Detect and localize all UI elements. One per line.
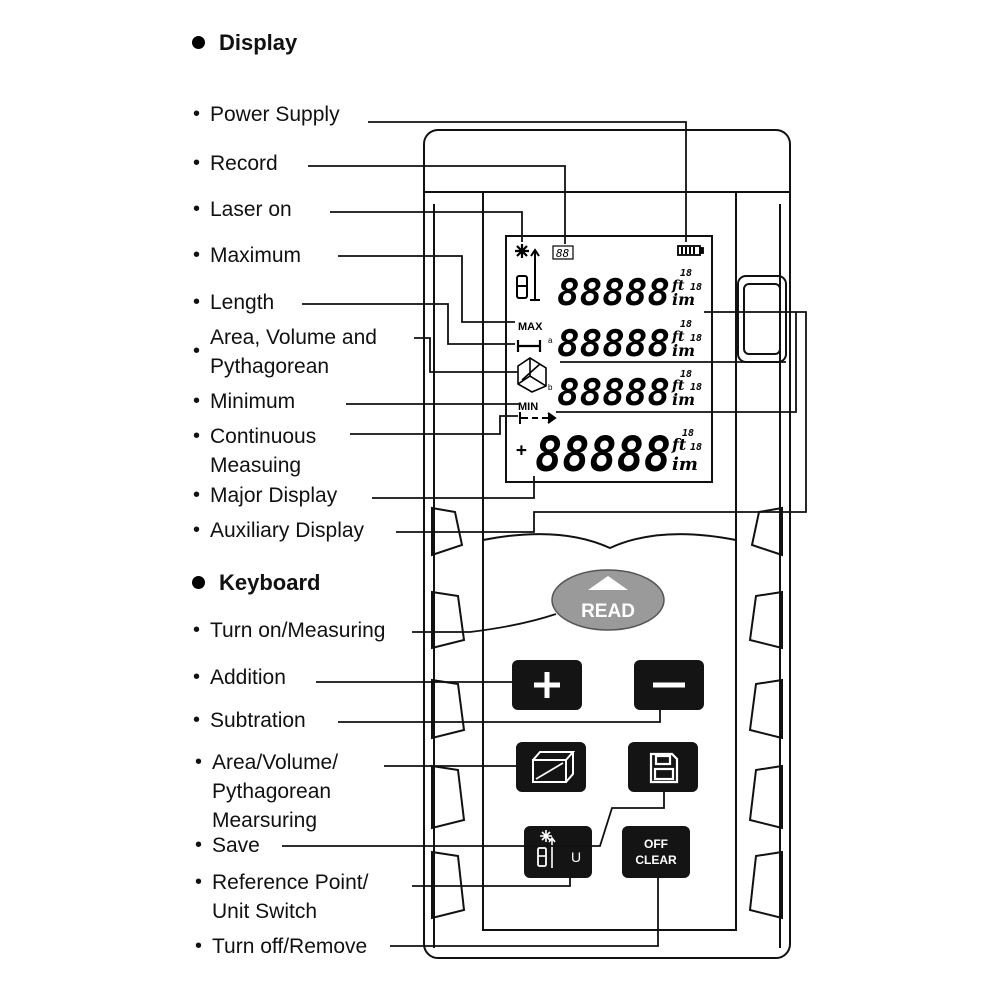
read-button[interactable]: READ [551,569,665,631]
unit-switch-button[interactable]: U [524,826,592,878]
lcd-sub-b: b [548,383,553,392]
lcd-unit-m-major: im [672,454,698,475]
lcd-row-2: 88888 ft im 18 18 [557,319,702,365]
read-label: READ [581,601,635,622]
length-icon [516,340,542,352]
lcd-frac-3: 18 [680,369,692,380]
label-area-line-2: Pythagorean [210,355,330,378]
lcd-frac-2b: 18 [690,333,702,344]
bullet-icon [192,35,205,49]
bullet-icon [192,575,205,589]
off-clear-button[interactable]: OFF CLEAR [622,826,690,878]
grip-pads [431,506,783,920]
label-area-volume: • Area, Volume and Pythagorean [193,323,377,381]
lcd-frac-majorb: 18 [690,442,702,453]
lcd-min: MIN [518,401,538,413]
label-save: •Save [195,834,260,857]
label-auxiliary-display: •Auxiliary Display [193,519,365,542]
label-ref-line-2: Unit Switch [212,900,318,923]
label-ref-line-1: Reference Point/ [212,871,369,894]
area-volume-icon [517,357,547,393]
lcd-unit-ft-major: ft [671,435,687,454]
lcd-frame [505,235,713,483]
device-body [423,129,791,959]
label-subtration: •Subtration [193,709,306,732]
continuous-icon [519,412,557,424]
lcd-unit-ft-2: ft [671,329,685,345]
lcd-digits-2: 88888 [557,324,670,365]
display-heading: Display [192,30,297,56]
reference-point-icon [516,248,540,301]
lcd-frac-3b: 18 [690,382,702,393]
label-major-display: •Major Display [193,484,338,507]
lcd-unit-ft-1: ft [671,278,685,294]
save-disk-icon [649,752,679,784]
lcd-unit-m-2: im [672,341,695,360]
label-area-key-line-2: Pythagorean [212,780,332,803]
label-addition: •Addition [193,666,286,689]
lcd-record: 88 [556,247,570,260]
lcd-frac-2: 18 [680,319,692,330]
leader-lines [282,121,807,947]
add-button[interactable] [512,660,582,710]
label-maximum: •Maximum [193,244,302,267]
lcd-frac-1b: 18 [690,282,702,293]
lcd-unit-m-3: im [672,390,695,409]
lcd-frac-major: 18 [682,428,694,439]
laser-icon [515,244,529,258]
subtract-button[interactable] [634,660,704,710]
lcd-frac-1: 18 [680,268,692,279]
battery-icon [677,245,704,256]
label-turn-off: •Turn off/Remove [195,935,368,958]
lcd-digits-1: 88888 [557,273,670,314]
label-area-key-line-1: Area/Volume/ [212,751,339,774]
clear-label: CLEAR [635,853,677,867]
lcd-row-1: 88888 ft im 18 18 [557,268,702,314]
label-area-key-line-3: Mearsuring [212,809,318,832]
lcd-unit-m-1: im [672,290,695,309]
label-area-line-1: Area, Volume and [210,326,377,349]
lcd-digits-3: 88888 [557,373,670,414]
label-power-supply: •Power Supply [193,103,340,126]
label-length: •Length [193,291,275,314]
label-continuous: • Continuous Measuing [193,422,317,480]
lcd-plus: + [516,440,527,461]
label-reference-point: • Reference Point/ Unit Switch [195,868,369,926]
label-turn-on: •Turn on/Measuring [193,619,386,642]
label-minimum: •Minimum [193,390,296,413]
label-continuous-line-2: Measuing [210,454,302,477]
unit-label: U [571,849,581,865]
area-volume-button[interactable] [516,742,586,792]
off-label: OFF [644,837,668,851]
lcd-row-3: 88888 ft im 18 18 [557,369,702,414]
save-button[interactable] [628,742,698,792]
label-continuous-line-1: Continuous [210,425,317,448]
lcd-digits-major: 88888 [535,427,671,483]
lcd-max: MAX [518,321,543,333]
label-record: •Record [193,152,278,175]
label-laser-on: •Laser on [193,198,292,221]
lcd-sub-a: a [548,336,553,345]
keyboard-heading: Keyboard [192,570,320,596]
label-area-key: • Area/Volume/ Pythagorean Mearsuring [195,748,339,835]
lcd-row-major: + 88888 ft im 18 18 [516,427,702,483]
lcd-unit-ft-3: ft [671,378,685,394]
